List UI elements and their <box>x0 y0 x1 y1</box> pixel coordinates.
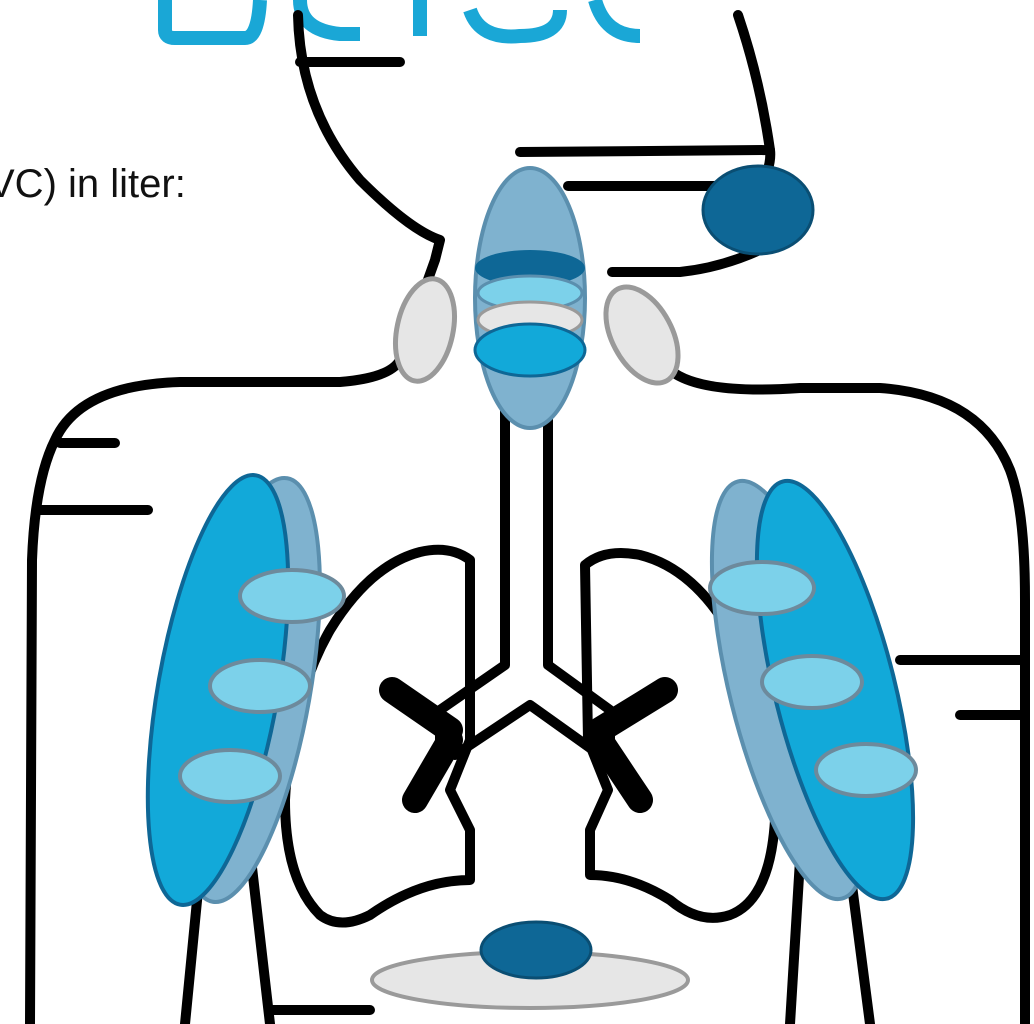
intercostal-right-1 <box>710 562 814 614</box>
intercostal-left-1 <box>240 570 344 622</box>
title-fragment <box>165 0 640 38</box>
torso-right <box>790 860 800 1024</box>
diaphragm-icon <box>372 922 688 1008</box>
torso-left-inner <box>250 850 270 1024</box>
intercostal-left-2 <box>210 660 310 712</box>
jaw-right <box>520 150 770 152</box>
larynx-band-medium <box>475 324 585 376</box>
intercostal-left-3 <box>180 750 280 802</box>
instruction-text: VC) in liter: <box>0 162 186 207</box>
intercostal-right-3 <box>816 744 916 796</box>
chest-wall-right <box>680 467 945 913</box>
neck-muscles <box>387 166 813 395</box>
chest-wall-left <box>121 465 346 915</box>
neck-right-lower <box>612 250 760 272</box>
scm-left <box>387 273 463 386</box>
diaphragm-center <box>481 922 591 978</box>
larynx-icon <box>475 168 585 428</box>
intercostal-right-2 <box>762 656 862 708</box>
masseter-right <box>703 166 813 254</box>
bronchus-left-inner <box>455 705 600 755</box>
trachea-right <box>548 400 610 745</box>
neck-right <box>738 15 770 190</box>
lungs-icon <box>285 550 775 923</box>
